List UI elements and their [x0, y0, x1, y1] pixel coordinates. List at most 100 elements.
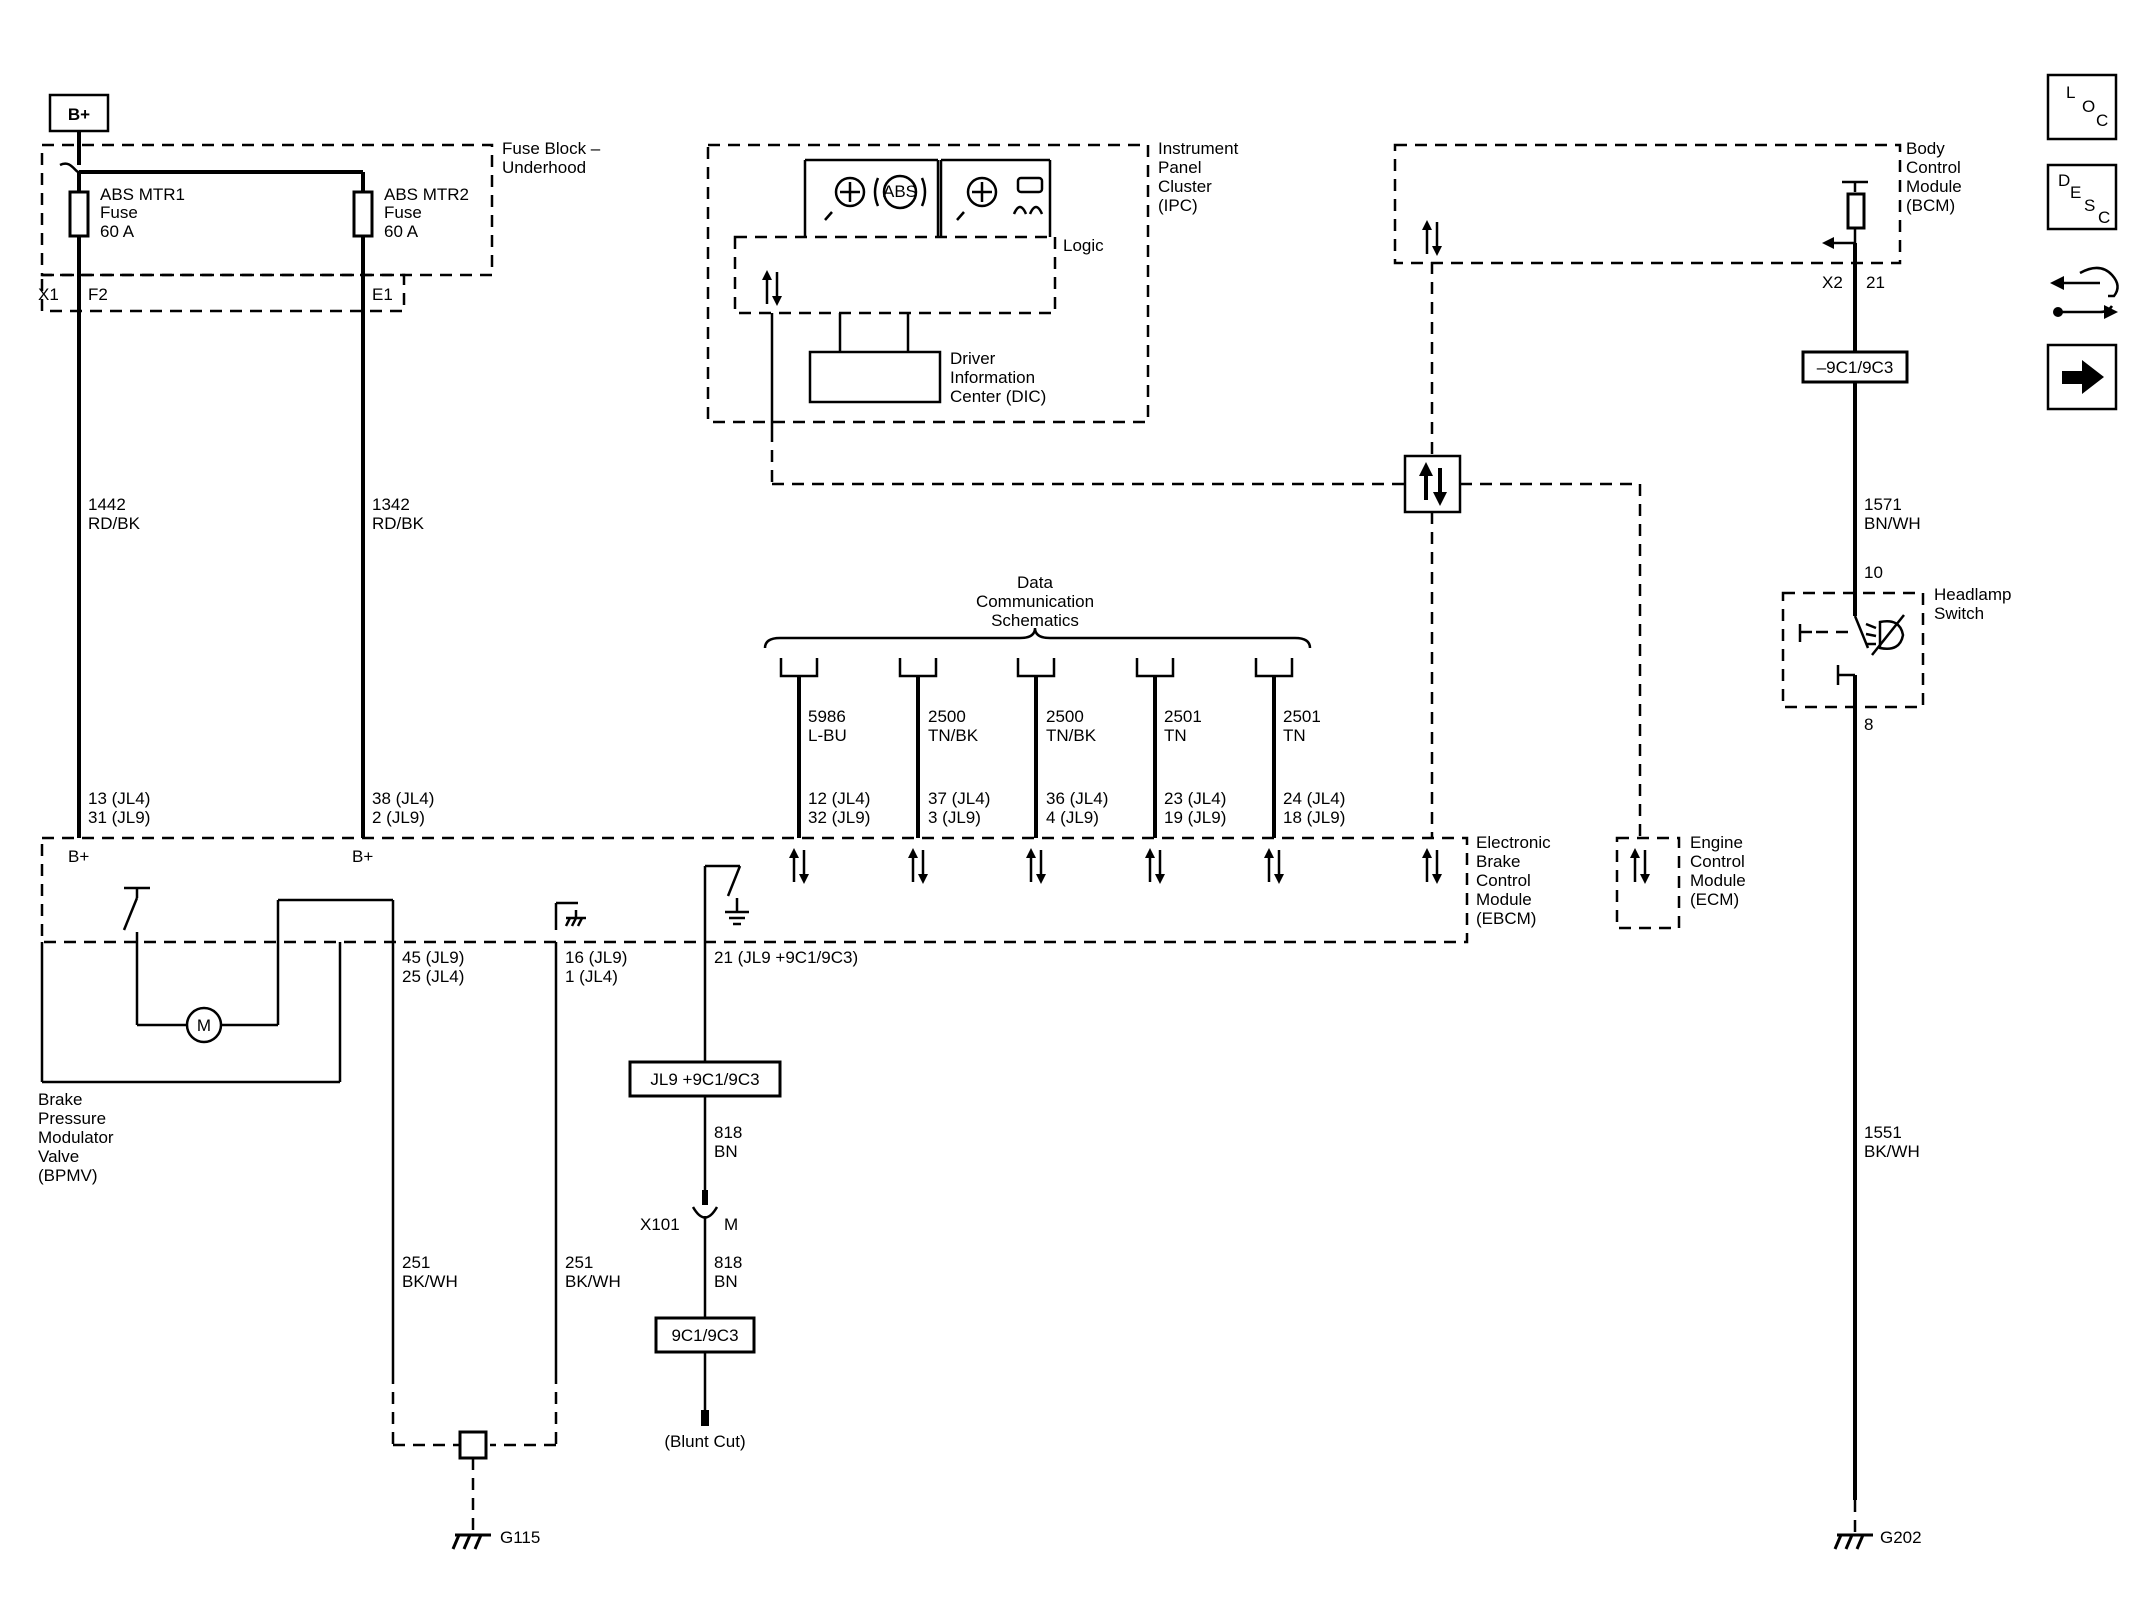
svg-text:G115: G115 [500, 1528, 540, 1547]
svg-text:32 (JL9): 32 (JL9) [808, 808, 870, 827]
svg-text:BK/WH: BK/WH [402, 1272, 458, 1291]
fuse-abs-mtr2: ABS MTR2 Fuse 60 A [352, 185, 469, 241]
svg-text:8: 8 [1864, 715, 1873, 734]
svg-text:RD/BK: RD/BK [372, 514, 425, 533]
svg-text:Control: Control [1690, 852, 1745, 871]
svg-text:60 A: 60 A [100, 222, 135, 241]
lamp-icon [824, 176, 866, 221]
data-line-5986: 5986 L-BU 12 (JL4) 32 (JL9) [779, 658, 870, 838]
battery-positive: B+ [48, 93, 110, 133]
data-line-2500a: 2500 TN/BK 37 (JL4) 3 (JL9) [898, 658, 990, 838]
svg-text:10: 10 [1864, 563, 1883, 582]
option-box-9c1: 9C1/9C3 [654, 1316, 756, 1354]
svg-text:25 (JL4): 25 (JL4) [402, 967, 464, 986]
svg-text:Panel: Panel [1158, 158, 1201, 177]
abs-warning-icon: ABS [873, 174, 927, 210]
wire-251a-label: 45 (JL9) 25 (JL4) 251 BK/WH [402, 948, 464, 1291]
motor-switch [122, 886, 187, 1027]
data-line-2500b: 2500 TN/BK 36 (JL4) 4 (JL9) [1016, 658, 1108, 838]
svg-text:4 (JL9): 4 (JL9) [1046, 808, 1099, 827]
blunt-cut-end [701, 1410, 709, 1426]
svg-text:31 (JL9): 31 (JL9) [88, 808, 150, 827]
svg-text:RD/BK: RD/BK [88, 514, 141, 533]
svg-text:Data: Data [1017, 573, 1053, 592]
svg-text:Communication: Communication [976, 592, 1094, 611]
svg-text:Switch: Switch [1934, 604, 1984, 623]
svg-text:M: M [724, 1215, 738, 1234]
svg-text:1442: 1442 [88, 495, 126, 514]
svg-text:Electronic: Electronic [1476, 833, 1551, 852]
svg-text:12 (JL4): 12 (JL4) [808, 789, 870, 808]
svg-text:E: E [2070, 183, 2081, 202]
svg-text:16 (JL9): 16 (JL9) [565, 948, 627, 967]
svg-text:13 (JL4): 13 (JL4) [88, 789, 150, 808]
ground-g202: G202 [1833, 1528, 1922, 1551]
svg-text:Information: Information [950, 368, 1035, 387]
fuse-block-underhood: Fuse Block – Underhood X1 F2 E1 [38, 139, 601, 313]
svg-text:9C1/9C3: 9C1/9C3 [671, 1326, 738, 1345]
svg-text:2501: 2501 [1283, 707, 1321, 726]
svg-text:ABS MTR2: ABS MTR2 [384, 185, 469, 204]
data-line-2501a: 2501 TN 23 (JL4) 19 (JL9) [1135, 658, 1226, 838]
svg-text:B+: B+ [68, 105, 90, 124]
option-box-neg: –9C1/9C3 [1801, 350, 1909, 384]
driver-information-center: Driver Information Center (DIC) [808, 313, 1046, 406]
wire-1342-label: 1342 RD/BK 38 (JL4) 2 (JL9) [372, 495, 434, 827]
svg-text:3 (JL9): 3 (JL9) [928, 808, 981, 827]
svg-text:B+: B+ [68, 847, 89, 866]
svg-text:Underhood: Underhood [502, 158, 586, 177]
wire-818b-label: 818 BN [714, 1253, 742, 1291]
svg-text:TN/BK: TN/BK [928, 726, 979, 745]
connector-swap-icon [2050, 266, 2119, 319]
svg-text:Module: Module [1476, 890, 1532, 909]
wire-818a-label: 818 BN [714, 1123, 742, 1161]
svg-text:Pressure: Pressure [38, 1109, 106, 1128]
svg-text:Fuse: Fuse [384, 203, 422, 222]
svg-text:19 (JL9): 19 (JL9) [1164, 808, 1226, 827]
svg-text:37 (JL4): 37 (JL4) [928, 789, 990, 808]
svg-text:1551: 1551 [1864, 1123, 1902, 1142]
next-button[interactable] [2046, 343, 2118, 411]
svg-text:Module: Module [1690, 871, 1746, 890]
svg-text:21: 21 [1866, 273, 1885, 292]
svg-text:Body: Body [1906, 139, 1945, 158]
svg-text:1571: 1571 [1864, 495, 1902, 514]
svg-text:D: D [2058, 171, 2070, 190]
description-button[interactable]: D E S C [2046, 163, 2118, 231]
svg-text:BN: BN [714, 1142, 738, 1161]
svg-text:BK/WH: BK/WH [565, 1272, 621, 1291]
connector-end-view-button[interactable] [2050, 266, 2119, 319]
lamp-icon [956, 176, 998, 221]
pump-motor: M [185, 898, 395, 1044]
svg-text:Engine: Engine [1690, 833, 1743, 852]
svg-text:(BCM): (BCM) [1906, 196, 1955, 215]
svg-text:Control: Control [1906, 158, 1961, 177]
wire-1551-label: 1551 BK/WH [1864, 1123, 1920, 1161]
svg-text:36 (JL4): 36 (JL4) [1046, 789, 1108, 808]
svg-text:Driver: Driver [950, 349, 996, 368]
svg-text:ABS MTR1: ABS MTR1 [100, 185, 185, 204]
chassis-ground-symbol [554, 901, 586, 930]
location-button[interactable]: L O C [2046, 73, 2118, 141]
option-box-jl9: JL9 +9C1/9C3 [628, 1060, 782, 1098]
svg-text:Control: Control [1476, 871, 1531, 890]
svg-text:TN: TN [1164, 726, 1187, 745]
svg-text:ABS: ABS [883, 182, 917, 201]
svg-text:818: 818 [714, 1253, 742, 1272]
wire-1442-label: 1442 RD/BK 13 (JL4) 31 (JL9) [88, 495, 150, 827]
svg-text:5986: 5986 [808, 707, 846, 726]
arrow-right-icon [2062, 360, 2104, 394]
svg-text:24 (JL4): 24 (JL4) [1283, 789, 1345, 808]
svg-text:–9C1/9C3: –9C1/9C3 [1817, 358, 1894, 377]
svg-text:Fuse Block –: Fuse Block – [502, 139, 601, 158]
svg-text:2501: 2501 [1164, 707, 1202, 726]
svg-text:23 (JL4): 23 (JL4) [1164, 789, 1226, 808]
wire-1571-label: 1571 BN/WH [1864, 495, 1921, 533]
svg-text:2500: 2500 [928, 707, 966, 726]
svg-text:Modulator: Modulator [38, 1128, 114, 1147]
connector-x101: X101 M [640, 1190, 738, 1234]
data-communication-schematics: Data Communication Schematics [763, 573, 1312, 649]
svg-text:Fuse: Fuse [100, 203, 138, 222]
svg-text:Cluster: Cluster [1158, 177, 1212, 196]
engine-control-module: Engine Control Module (ECM) [1615, 833, 1746, 930]
